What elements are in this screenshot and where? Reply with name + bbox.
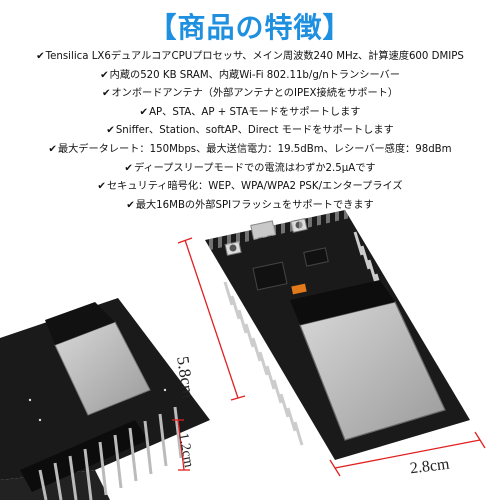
feature-item: ✔ディープスリープモードでの電流はわずか2.5μAです: [124, 162, 376, 174]
check-icon: ✔: [97, 181, 106, 193]
length-dimension-line: [184, 239, 239, 399]
width-dimension-line: [334, 439, 481, 469]
feature-item: ✔AP、STA、AP + STAモードをサポートします: [139, 106, 361, 118]
check-icon: ✔: [100, 69, 109, 81]
check-icon: ✔: [101, 88, 111, 100]
page-title: 【商品の特徴】: [148, 11, 352, 44]
feature-item: ✔内蔵の520 KB SRAM、内蔵Wi-Fi 802.11b/g/nトランシー…: [100, 69, 400, 81]
check-icon: ✔: [124, 162, 133, 174]
feature-item: ✔セキュリティ暗号化：WEP、WPA/WPA2 PSK/エンタープライズ: [97, 181, 403, 193]
feature-item: ✔最大16MBの外部SPIフラッシュをサポートできます: [126, 199, 374, 211]
feature-item: ✔Sniffer、Station、softAP、Direct モードをサポートし…: [106, 125, 394, 137]
check-icon: ✔: [126, 199, 135, 211]
check-icon: ✔: [48, 143, 57, 155]
feature-item: ✔Tensilica LX6デュアルコアCPUプロセッサ、メイン周波数240 M…: [36, 51, 464, 62]
feature-item: ✔最大データレート：150Mbps、最大送信電力：19.5dBm、レシーバー感度…: [48, 143, 452, 155]
dimension-lines: [172, 237, 486, 477]
board-side-view: [0, 298, 210, 500]
feature-item: ✔オンボードアンテナ（外部アンテナとのIPEX接続をサポート）: [101, 88, 399, 100]
feature-list: ✔Tensilica LX6デュアルコアCPUプロセッサ、メイン周波数240 M…: [0, 48, 500, 215]
check-icon: ✔: [139, 106, 149, 118]
check-icon: ✔: [36, 51, 45, 62]
board-top-view: [205, 210, 470, 460]
height-dimension-line: [177, 419, 185, 471]
check-icon: ✔: [106, 125, 115, 137]
